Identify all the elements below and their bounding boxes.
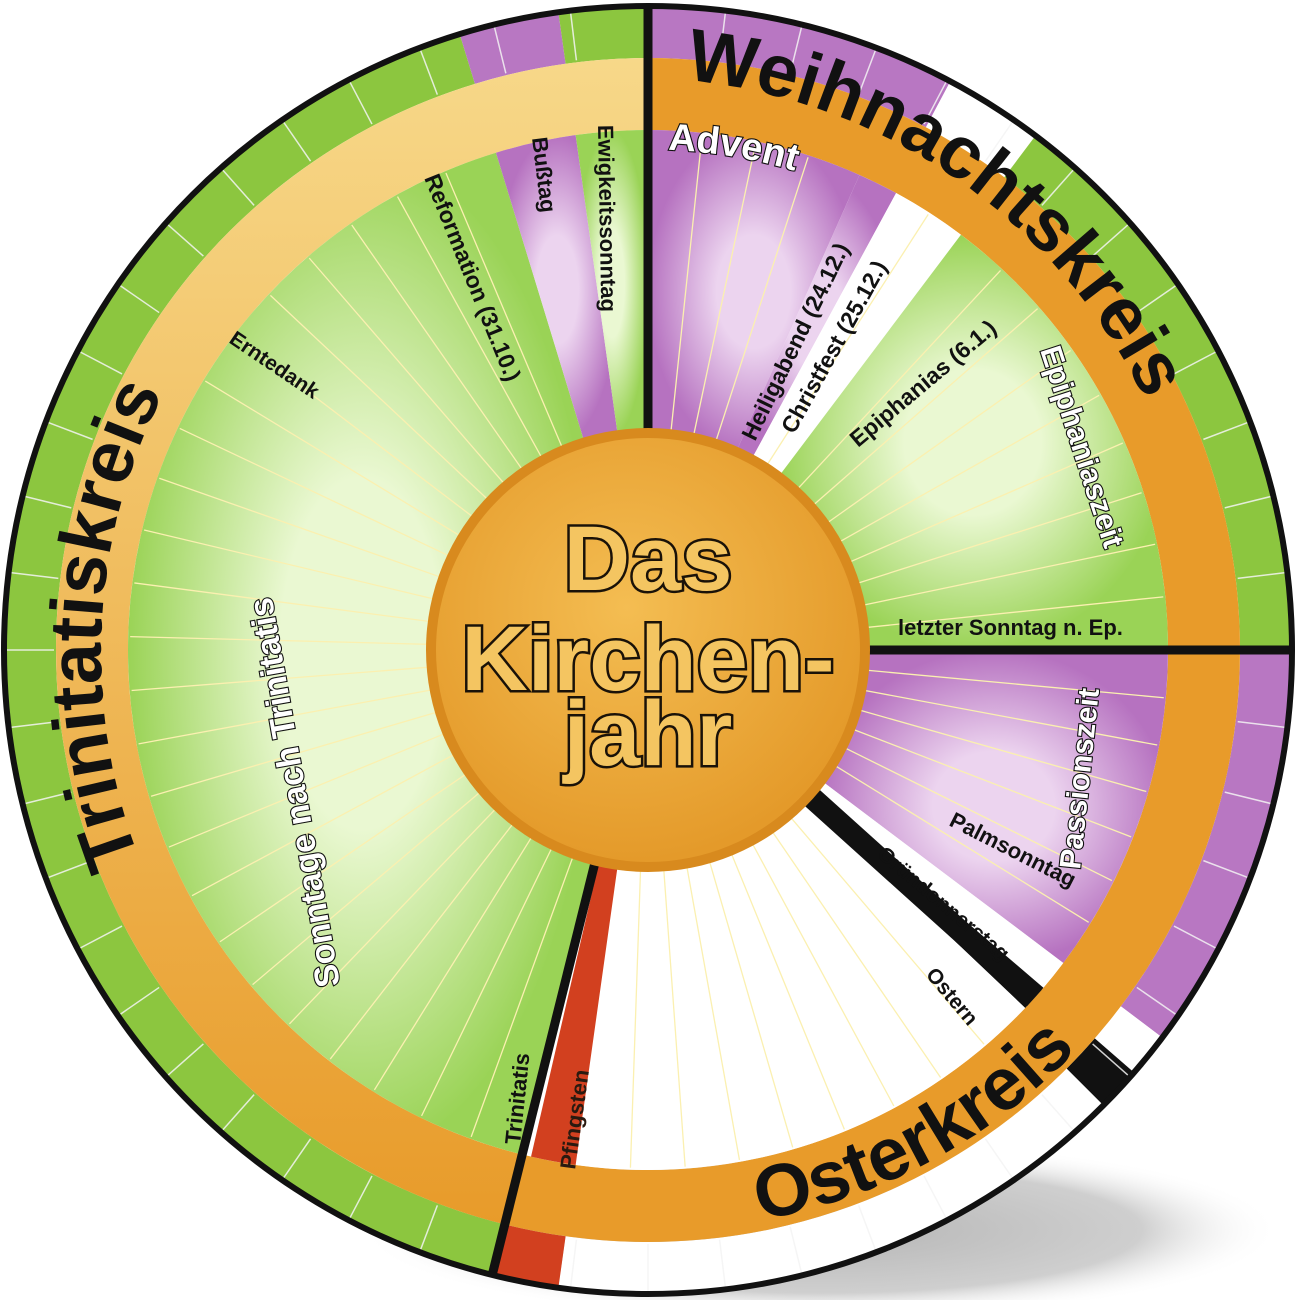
outer-ring-segment [492, 1224, 566, 1288]
week-spokes [130, 134, 1164, 1168]
outer-rim [1, 3, 1295, 1297]
wedge-advent [648, 130, 860, 454]
outer-ring-segment [1120, 650, 1292, 1038]
title-line-3: jahr [562, 683, 733, 785]
outer-ring-segment [558, 1068, 1104, 1295]
wedge-heiligabend [735, 174, 897, 462]
wedge-trinitatiszeit [127, 152, 596, 1155]
wedge-passionszeit [819, 650, 1168, 963]
circle-divider-line [487, 857, 601, 1277]
outer-ring-segment [648, 6, 951, 128]
season-wedges [127, 130, 1168, 1171]
outer-ring-segment [3, 34, 505, 1275]
outer-ring-segment [1004, 135, 1292, 651]
outer-week-ring [3, 6, 1292, 1295]
day-label-ewigkeitssonntag: Ewigkeitssonntag [593, 125, 621, 312]
orange-circle-band [55, 58, 1240, 1242]
wedge-ewigkeitssonntag [575, 130, 648, 438]
day-label-letzter-sonntag: letzter Sonntag n. Ep. [898, 615, 1123, 640]
wedge-epiphaniaszeit [777, 234, 1168, 650]
outer-ring-segment [459, 12, 566, 84]
outer-ring-segment [925, 81, 1036, 178]
band-trinitatiskreis [55, 58, 648, 1225]
wedge-busstag [495, 135, 619, 445]
wedge-pfingsten [531, 859, 619, 1165]
outer-ring-segment [558, 6, 648, 64]
band-osterkreis [504, 650, 1240, 1242]
title-line-1: Das [564, 508, 733, 610]
title-line-2: Kirchen- [461, 608, 834, 710]
band-weihnachtskreis [648, 58, 1240, 650]
circle-dividers [487, 5, 1293, 1277]
wedge-christfest [750, 193, 961, 479]
wedge-osterzeit [575, 797, 1026, 1171]
center-disc: Das Kirchen- jahr [426, 428, 870, 872]
wedge-gruendonnerstag [811, 779, 1064, 988]
